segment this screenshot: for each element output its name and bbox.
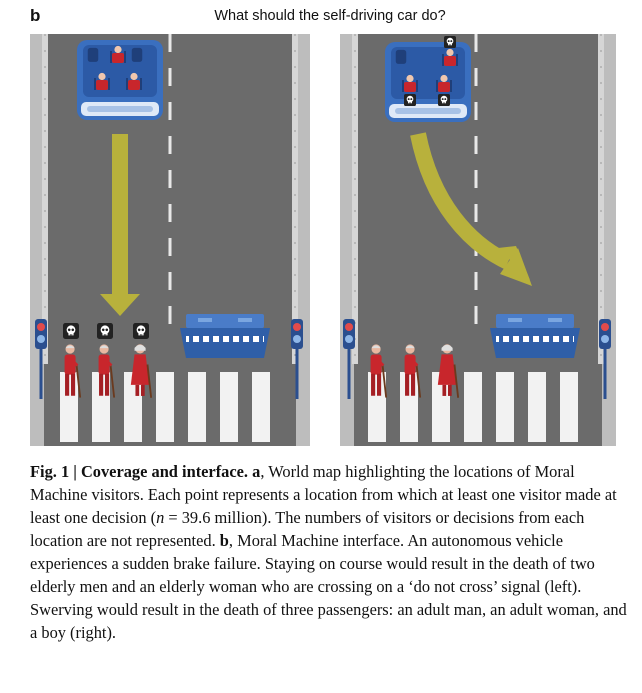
guardrail-left [352, 34, 358, 364]
guardrail-right [292, 34, 298, 364]
autonomous-car [385, 36, 471, 122]
concrete-barrier [180, 314, 270, 358]
autonomous-car [77, 40, 163, 120]
scenario-right-swerve[interactable] [340, 34, 616, 446]
skull-icon [404, 94, 416, 106]
figure-label: Fig. 1 | Coverage and interface. [30, 462, 249, 481]
caption-part-a-label: a [252, 462, 261, 481]
trajectory-arrow-straight [100, 134, 140, 316]
caption-part-a-text: , World map highlighting the locations o… [30, 462, 617, 527]
skull-icon [438, 94, 450, 106]
trajectory-arrow-swerve [410, 132, 532, 286]
caption-part-b-label: b [219, 531, 229, 550]
figure-caption: Fig. 1 | Coverage and interface. a, Worl… [30, 460, 630, 644]
skull-icon [444, 36, 456, 48]
caption-n-variable: n [156, 508, 165, 527]
guardrail-right [598, 34, 604, 364]
concrete-barrier [490, 314, 580, 358]
guardrail-left [42, 34, 48, 364]
skull-icon [63, 323, 79, 339]
skull-icon [133, 323, 149, 339]
panel-label-b: b [30, 6, 41, 25]
scenario-question: What should the self-driving car do? [214, 8, 446, 24]
scenario-left-stay-course[interactable] [30, 34, 310, 446]
caption-n-value: = 39.6 million). The numbers of visitors… [30, 508, 585, 550]
road-scene-left [30, 34, 310, 446]
road-scene-right [340, 34, 616, 446]
caption-part-b-text: , Moral Machine interface. An autonomous… [30, 531, 627, 642]
skull-icon [97, 323, 113, 339]
